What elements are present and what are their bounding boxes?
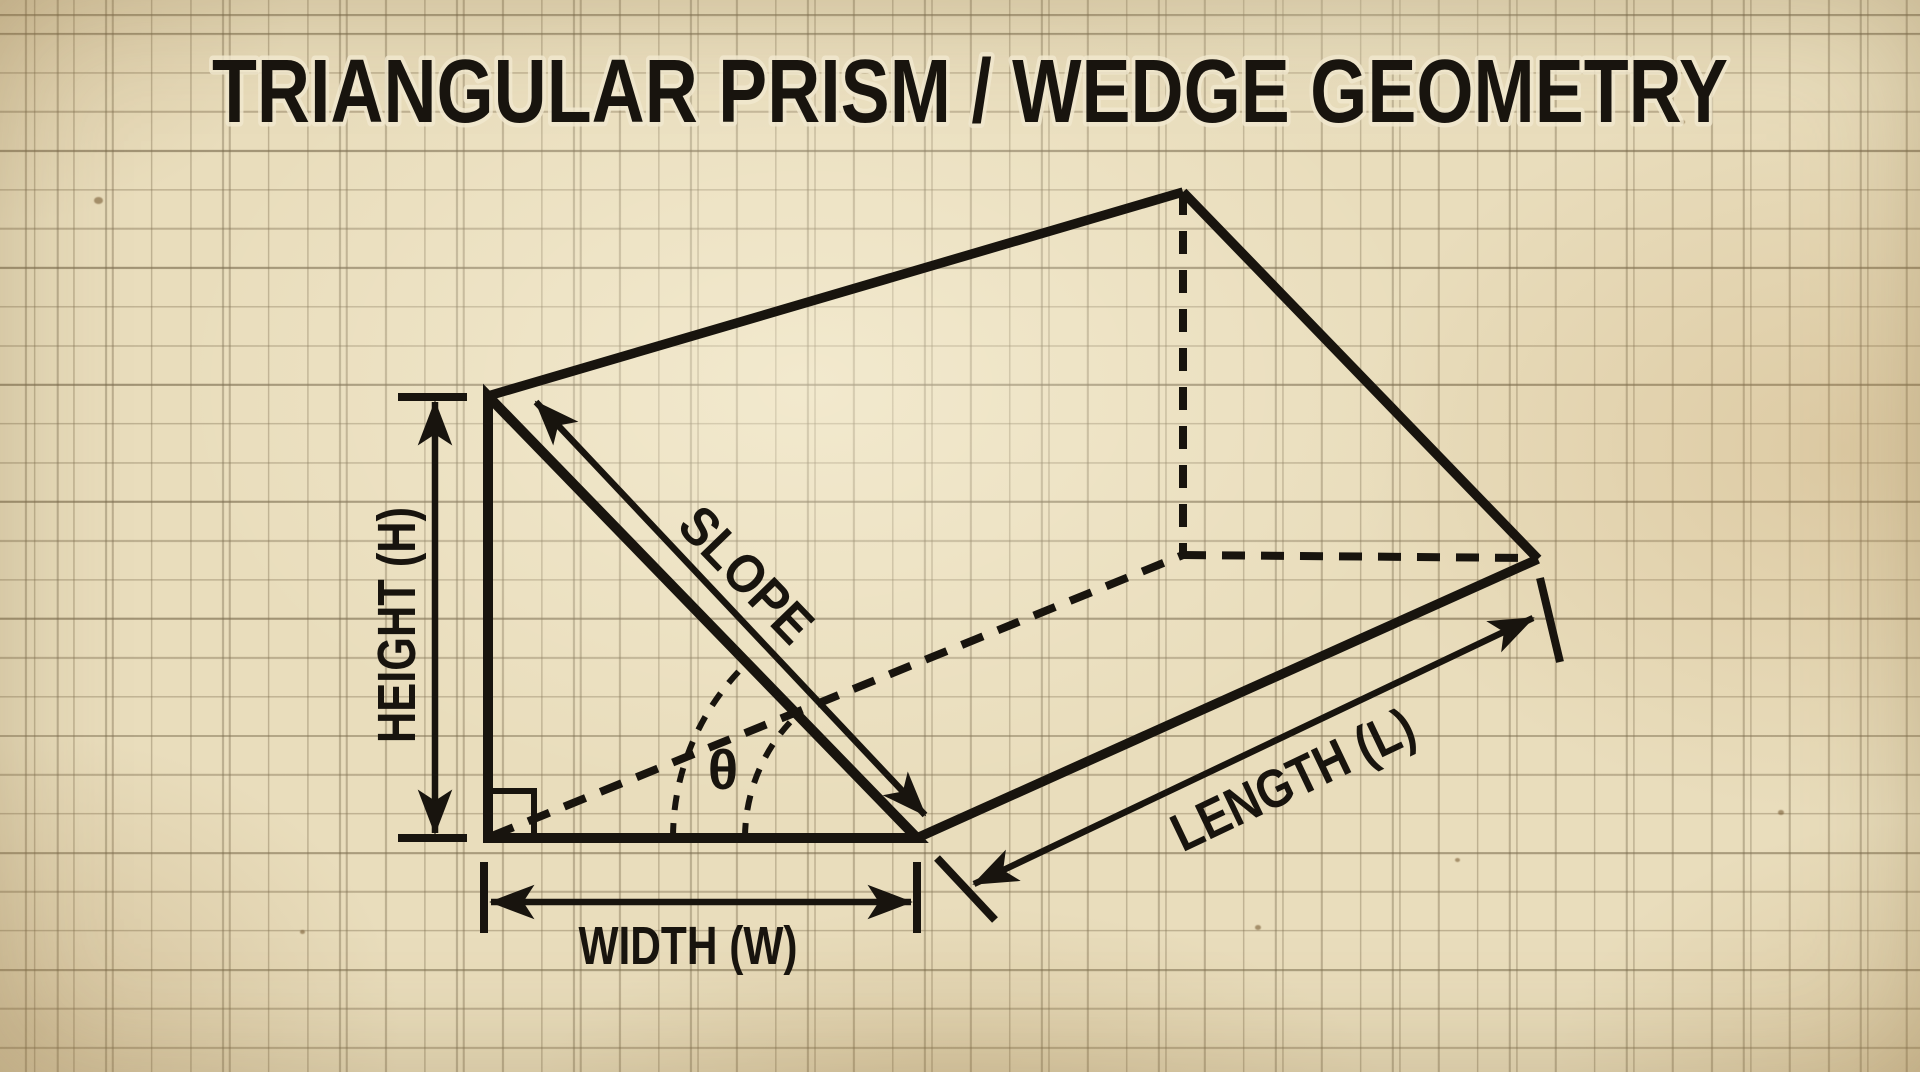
paper-speck [300, 930, 305, 934]
slope-label: SLOPE [667, 494, 825, 655]
page-title: TRIANGULAR PRISM / WEDGE GEOMETRY [212, 42, 1728, 142]
height-label: HEIGHT (H) [367, 507, 427, 743]
paper-speck [94, 197, 103, 204]
length-label: LENGTH (L) [1162, 697, 1424, 864]
top-ridge-edge [486, 187, 1185, 401]
length-slash-tick-near [934, 855, 998, 923]
width-dimension [480, 862, 921, 933]
hidden-edge-back-bottom [1182, 551, 1531, 562]
paper-speck [1680, 120, 1685, 124]
height-dimension [398, 393, 467, 842]
front-triangle-face [483, 383, 929, 843]
hidden-edge-bottom-left [490, 551, 1185, 840]
slope-dimension-arrow [533, 399, 928, 818]
length-slash-tick-far [1536, 577, 1564, 663]
paper-speck [1255, 925, 1261, 930]
angle-theta-label: θ [708, 738, 738, 801]
width-label: WIDTH (W) [579, 916, 798, 976]
back-slope-edge [1179, 188, 1542, 563]
right-angle-marker [488, 788, 537, 838]
paper-speck [1778, 810, 1784, 815]
length-dimension [934, 577, 1564, 923]
length-dimension-arrow [972, 615, 1535, 887]
